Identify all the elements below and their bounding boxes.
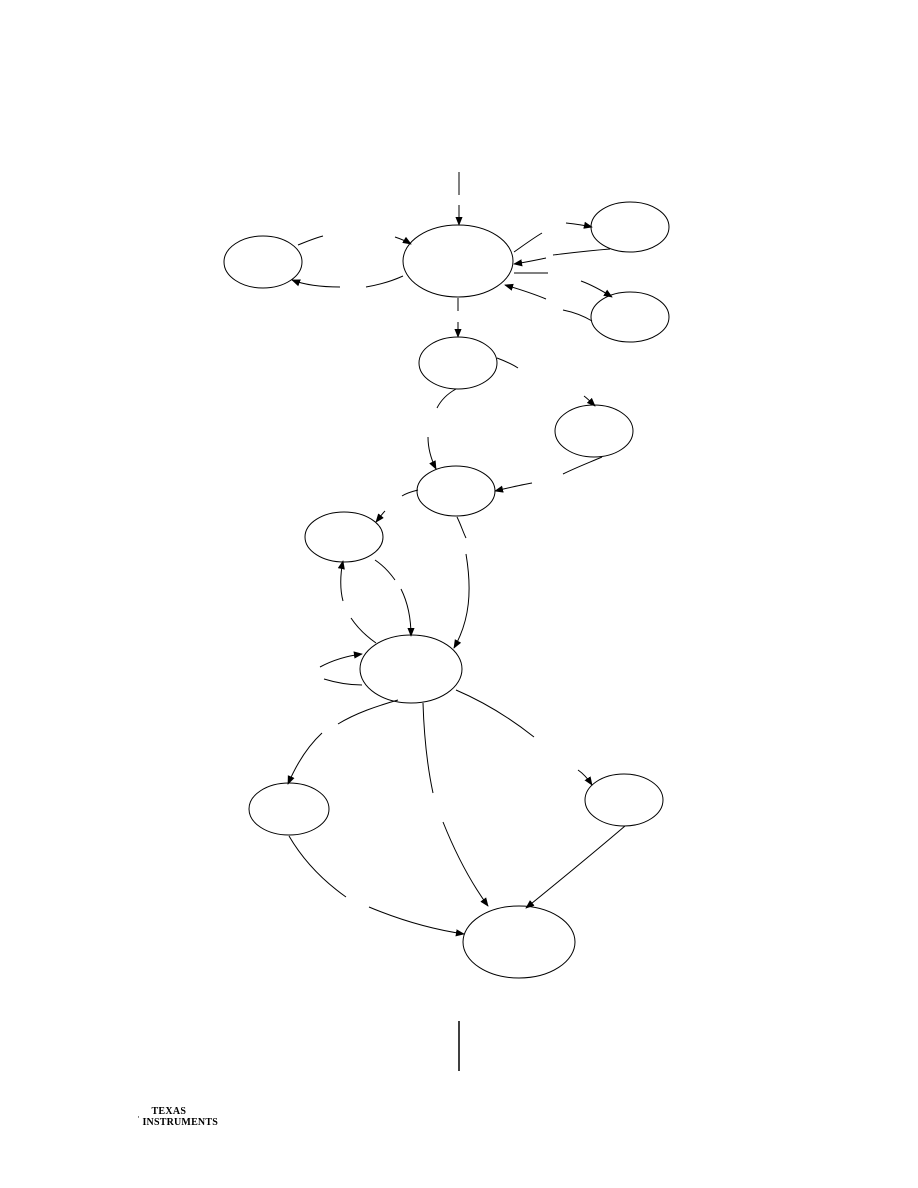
- edge-uppercenter-to-center-stub: [436, 388, 457, 409]
- edge-hub-to-midleft-arrow: [337, 560, 345, 602]
- edge-midright-to-center-arrow: [494, 482, 533, 493]
- edge-left-to-main-arrow: [394, 236, 412, 245]
- edge-uppercenter-right-stub: [496, 357, 519, 369]
- edge-hub-to-lowerleft-stub: [337, 699, 399, 725]
- edge-midleft-to-hub-arrow: [400, 588, 415, 637]
- state-node-mid-left: [304, 511, 384, 563]
- edge-midleft-to-hub-stub: [374, 559, 396, 581]
- edge-topright-to-main-stub: [552, 248, 611, 256]
- state-node-bottom: [462, 905, 576, 979]
- state-node-hub: [359, 634, 463, 704]
- edge-hub-to-midleft-stub: [350, 617, 377, 644]
- state-node-right: [590, 291, 670, 343]
- state-node-mid-right: [554, 404, 634, 458]
- edge-hub-to-lowerleft-arrow: [287, 732, 323, 785]
- edge-main-to-left-stub: [365, 275, 404, 288]
- edge-selfloop-upper-arrow: [319, 651, 363, 668]
- edge-hub-to-lowerright-arrow: [577, 769, 593, 786]
- edge-midright-to-center-stub: [562, 456, 603, 475]
- edge-main-to-topright-arrow: [565, 221, 593, 229]
- state-node-left: [223, 235, 303, 289]
- edge-lowerleft-to-bottom-arrow: [368, 906, 465, 937]
- state-node-upper-center: [418, 336, 498, 390]
- edge-hub-to-lowerright-stub: [455, 689, 535, 738]
- ti-wordmark-line2: INSTRUMENTS: [142, 1117, 218, 1128]
- state-node-center: [416, 465, 496, 517]
- edge-to-midright-arrow: [583, 395, 596, 407]
- edge-main-to-left-arrow: [291, 279, 341, 288]
- ti-logo: TEXAS INSTRUMENTS: [138, 1103, 218, 1131]
- ti-wordmark-line1: TEXAS: [151, 1106, 187, 1117]
- edge-center-to-hub-arrow: [453, 553, 470, 649]
- edge-lowerright-to-bottom-arrow: [525, 825, 626, 909]
- state-node-lower-right: [584, 773, 664, 827]
- state-node-lower-left: [248, 782, 330, 836]
- ti-wordmark: TEXAS INSTRUMENTS: [142, 1106, 218, 1128]
- edge-uppercenter-to-center-arrow: [427, 436, 437, 470]
- edge-right-to-main-stub: [562, 309, 593, 322]
- edge-left-to-main-stub: [297, 235, 324, 246]
- state-node-top-right: [590, 201, 670, 253]
- edge-hub-to-bottom-stub: [422, 702, 434, 794]
- edge-center-to-hub-stub: [456, 516, 467, 539]
- edge-hub-to-bottom-arrow: [442, 821, 489, 907]
- state-node-main: [402, 224, 514, 298]
- edge-topright-to-main-arrow: [513, 257, 547, 267]
- edge-right-to-main-arrow: [504, 283, 547, 300]
- edge-main-to-right-arrow: [580, 280, 613, 298]
- edge-lowerleft-to-bottom-stub: [288, 835, 347, 898]
- edge-center-to-midleft-stub: [401, 489, 419, 497]
- edge-selfloop-lower-stub: [323, 678, 363, 686]
- ti-state-emblem-icon: [138, 1116, 140, 1118]
- edge-main-to-topright-stub: [513, 232, 543, 253]
- edge-center-to-midleft-arrow: [375, 510, 386, 523]
